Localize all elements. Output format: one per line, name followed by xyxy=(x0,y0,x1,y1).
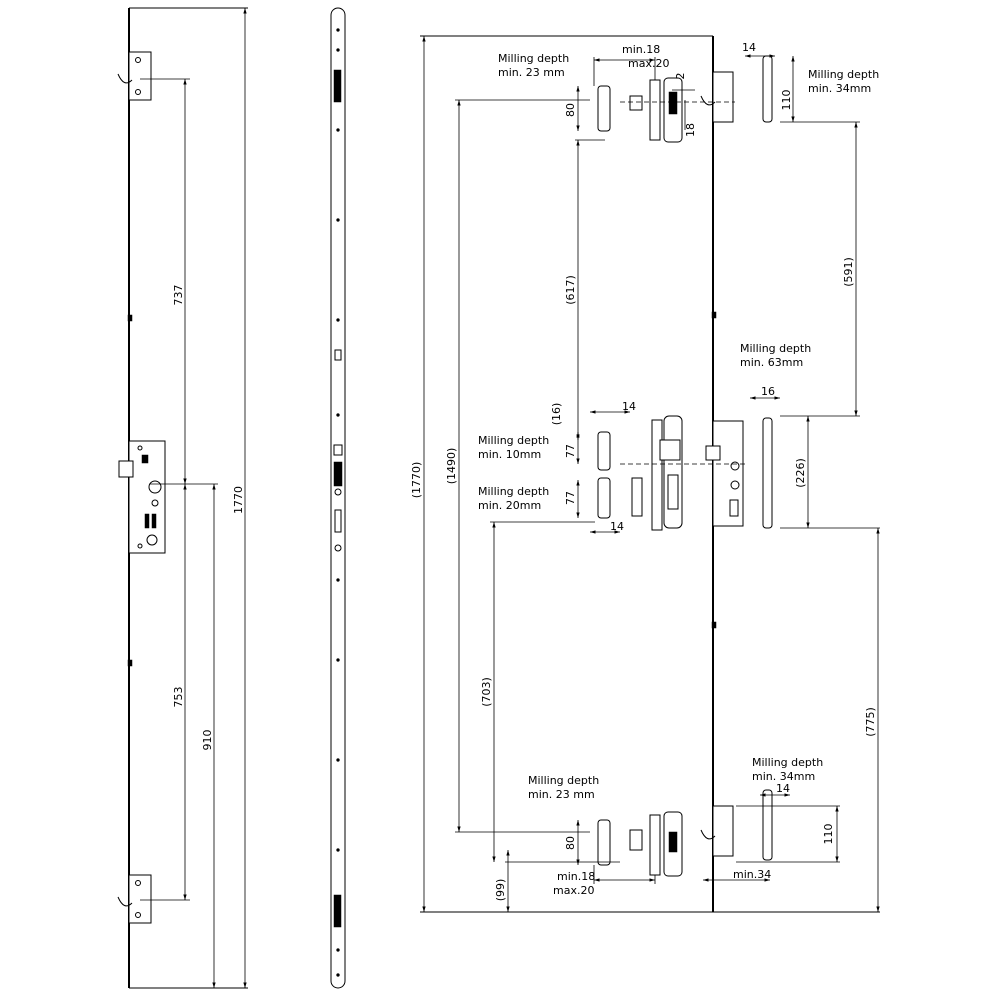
dim-mid-16: (16) xyxy=(550,403,563,426)
frame-top-keep xyxy=(700,71,734,123)
label-top-left-1: Milling depth xyxy=(498,52,569,65)
dim-right-bot-110: 110 xyxy=(822,824,835,845)
dim-753: 753 xyxy=(172,687,185,708)
dim-right-top-14: 14 xyxy=(742,41,756,54)
left-door-view: 737 753 910 1770 xyxy=(117,7,248,989)
dim-591: (591) xyxy=(842,257,855,287)
label-mid-left-b2: min. 20mm xyxy=(478,499,541,512)
label-mid-left-b1: Milling depth xyxy=(478,485,549,498)
dim-910: 910 xyxy=(201,730,214,751)
right-bot-slot xyxy=(762,789,773,861)
dim-top-18: 18 xyxy=(684,123,697,137)
top-keep-assembly xyxy=(597,77,735,143)
dim-226: (226) xyxy=(794,458,807,488)
label-bot-right-2: min. 34mm xyxy=(752,770,815,783)
dim-mid-77b: 77 xyxy=(564,491,577,505)
dim-737: 737 xyxy=(172,285,185,306)
dim-1490: (1490) xyxy=(445,448,458,485)
dim-top-min18: min.18 xyxy=(622,43,660,56)
dim-1770: 1770 xyxy=(232,486,245,514)
dim-top-2: 2 xyxy=(674,73,687,80)
bottom-hook-keep xyxy=(117,874,152,924)
right-mid-slot xyxy=(762,417,773,529)
label-bot-right-1: Milling depth xyxy=(752,756,823,769)
top-hook-keep xyxy=(117,51,152,101)
dim-bot-min18: min.18 xyxy=(557,870,595,883)
middle-keep-assembly xyxy=(597,415,745,531)
faceplate-view xyxy=(330,7,346,989)
dim-99: (99) xyxy=(494,879,507,902)
label-mid-right-1: Milling depth xyxy=(740,342,811,355)
main-lock-case xyxy=(118,440,166,554)
label-mid-right-2: min. 63mm xyxy=(740,356,803,369)
dim-top-max20: max.20 xyxy=(628,57,669,70)
dim-mid-77a: 77 xyxy=(564,444,577,458)
frame-bottom-keep xyxy=(700,805,734,857)
dim-right-top-110: 110 xyxy=(780,90,793,111)
frame-main-lock xyxy=(705,420,744,527)
label-top-right-1: Milling depth xyxy=(808,68,879,81)
right-top-slot xyxy=(762,55,773,123)
dim-775: (775) xyxy=(864,707,877,737)
dim-mid-14-bottom: 14 xyxy=(610,520,624,533)
dim-bot-80: 80 xyxy=(564,836,577,850)
dim-617: (617) xyxy=(564,275,577,305)
dim-bot-max20: max.20 xyxy=(553,884,594,897)
label-top-right-2: min. 34mm xyxy=(808,82,871,95)
dim-right-bot-min34: min.34 xyxy=(733,868,771,881)
label-bot-left-1: Milling depth xyxy=(528,774,599,787)
frame-view: (1770) (1490) (617) (703) (99) (591) (22… xyxy=(410,35,880,913)
label-bot-left-2: min. 23 mm xyxy=(528,788,595,801)
dim-total-1770: (1770) xyxy=(410,462,423,499)
bottom-keep-assembly xyxy=(597,811,683,877)
label-mid-left-a1: Milling depth xyxy=(478,434,549,447)
dim-703: (703) xyxy=(480,677,493,707)
label-mid-left-a2: min. 10mm xyxy=(478,448,541,461)
dim-right-bot-14: 14 xyxy=(776,782,790,795)
dim-right-mid-16: 16 xyxy=(761,385,775,398)
dim-top-80: 80 xyxy=(564,103,577,117)
label-top-left-2: min. 23 mm xyxy=(498,66,565,79)
dim-mid-14-top: 14 xyxy=(622,400,636,413)
